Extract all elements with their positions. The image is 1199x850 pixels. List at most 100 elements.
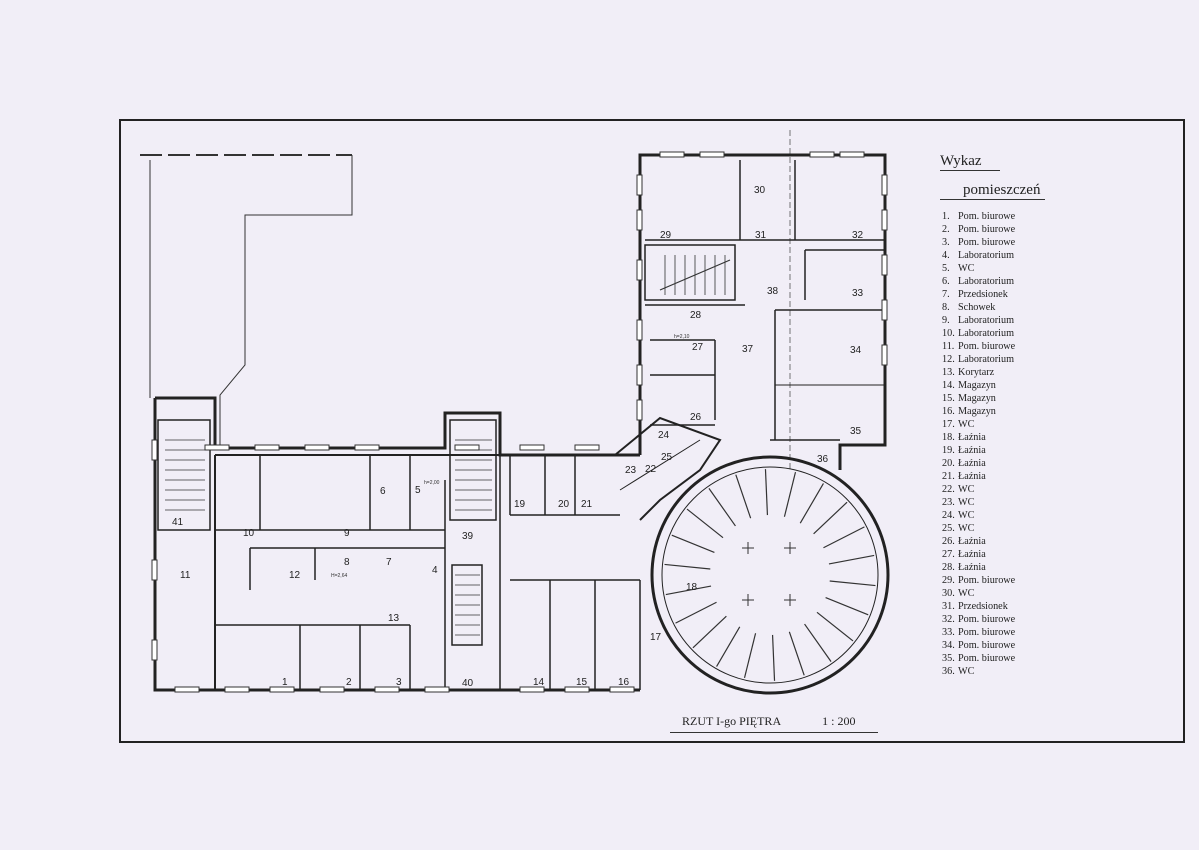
room-label-40: 40 [462, 678, 474, 689]
window [636, 174, 643, 196]
window [454, 444, 480, 451]
legend-item-number: 29. [942, 575, 955, 586]
room-label-27: 27 [692, 342, 704, 353]
height-annotations: h=2,10 H=2,64 h=2,00 [331, 334, 690, 579]
room-label-29: 29 [660, 230, 672, 241]
stair-hatch [165, 255, 731, 636]
legend-item: 14.Magazyn [930, 379, 1070, 392]
plan-scale: 1 : 200 [822, 714, 856, 728]
room-label-38: 38 [767, 286, 779, 297]
window [269, 686, 295, 693]
rotunda-spoke [671, 534, 715, 553]
window [204, 444, 230, 451]
window [151, 559, 158, 581]
legend-item-name: WC [958, 666, 975, 677]
window [224, 686, 250, 693]
legend-item: 32.Pom. biurowe [930, 613, 1070, 626]
legend-item-name: Łaźnia [958, 471, 986, 482]
legend-title-line2: pomieszczeń [963, 182, 1041, 198]
legend-item-number: 33. [942, 627, 955, 638]
legend-item-number: 6. [942, 276, 950, 287]
legend-item-name: WC [958, 497, 975, 508]
legend-item: 16.Magazyn [930, 405, 1070, 418]
link-corridor [614, 416, 722, 521]
rotunda-spoke [743, 633, 757, 679]
legend-item: 8.Schowek [930, 301, 1070, 314]
window [881, 209, 888, 231]
room-label-37: 37 [742, 344, 754, 355]
legend-item: 1.Pom. biurowe [930, 210, 1070, 223]
legend-item: 20.Łaźnia [930, 457, 1070, 470]
room-label-18: 18 [686, 582, 698, 593]
legend-item-name: Laboratorium [958, 315, 1015, 326]
window [424, 686, 450, 693]
window [354, 444, 380, 451]
legend-item: 9. Laboratorium [930, 314, 1070, 327]
legend-item-name: WC [958, 588, 975, 599]
legend-item-number: 25. [942, 523, 955, 534]
room-label-32: 32 [852, 230, 864, 241]
rotunda-spoke [799, 483, 824, 524]
room-label-39: 39 [462, 531, 474, 542]
legend-title-underline-2 [940, 199, 1045, 200]
legend-item: 3.Pom. biurowe [930, 236, 1070, 249]
title-block: RZUT I-go PIĘTRA 1 : 200 [682, 714, 882, 729]
legend-title-line1: Wykaz [940, 153, 982, 169]
legend-item-number: 3. [942, 237, 950, 248]
room-label-41: 41 [172, 517, 184, 528]
legend-item: 18.Łaźnia [930, 431, 1070, 444]
legend-item-number: 22. [942, 484, 955, 495]
rotunda-spoke [665, 585, 712, 596]
window [881, 254, 888, 276]
room-label-21: 21 [581, 499, 593, 510]
room-label-8: 8 [344, 557, 350, 568]
window [174, 686, 200, 693]
legend-item-number: 36. [942, 666, 955, 677]
legend-item-name: Pom. biurowe [958, 341, 1016, 352]
legend-item-name: Łaźnia [958, 536, 986, 547]
sheet-frame [119, 119, 1185, 743]
legend-item: 34.Pom. biurowe [930, 639, 1070, 652]
legend-item-name: WC [958, 510, 975, 521]
room-label-17: 17 [650, 632, 662, 643]
legend-item-number: 34. [942, 640, 955, 651]
legend-item-number: 24. [942, 510, 955, 521]
rotunda-spoke [771, 634, 776, 681]
legend-item-number: 15. [942, 393, 955, 404]
room-label-20: 20 [558, 499, 570, 510]
room-label-19: 19 [514, 499, 526, 510]
legend-item-number: 17. [942, 419, 955, 430]
legend-item-name: Łaźnia [958, 549, 986, 560]
rotunda-spoke [829, 580, 876, 587]
legend-item: 29.Pom. biurowe [930, 574, 1070, 587]
legend-item-number: 8. [942, 302, 950, 313]
legend-item: 17.WC [930, 418, 1070, 431]
window [839, 151, 865, 158]
window [564, 686, 590, 693]
legend-item-name: Przedsionek [958, 601, 1008, 612]
legend-item: 12.Laboratorium [930, 353, 1070, 366]
window [636, 259, 643, 281]
legend-item: 31.Przedsionek [930, 600, 1070, 613]
window [659, 151, 685, 158]
room-label-5: 5 [415, 485, 421, 496]
window [636, 364, 643, 386]
legend-item: 6.Laboratorium [930, 275, 1070, 288]
legend-title-underline-1 [940, 170, 1000, 171]
legend-item-name: Magazyn [958, 393, 996, 404]
legend-item-number: 1. [942, 211, 950, 222]
room-labels: 1 2 3 4 5 6 7 8 9 10 11 12 13 14 15 16 1… [172, 185, 864, 689]
legend-item: 26.Łaźnia [930, 535, 1070, 548]
room-label-28: 28 [690, 310, 702, 321]
legend-item-name: WC [958, 484, 975, 495]
legend-item: 35.Pom. biurowe [930, 652, 1070, 665]
legend-item-number: 32. [942, 614, 955, 625]
room-label-3: 3 [396, 677, 402, 688]
legend-item-name: Pom. biurowe [958, 224, 1016, 235]
rotunda-spoke [708, 488, 736, 527]
rotunda-spoke [664, 563, 711, 570]
legend-item-number: 9. [942, 315, 950, 326]
legend-item-number: 11. [942, 341, 955, 352]
rotunda-spoke [783, 471, 797, 517]
